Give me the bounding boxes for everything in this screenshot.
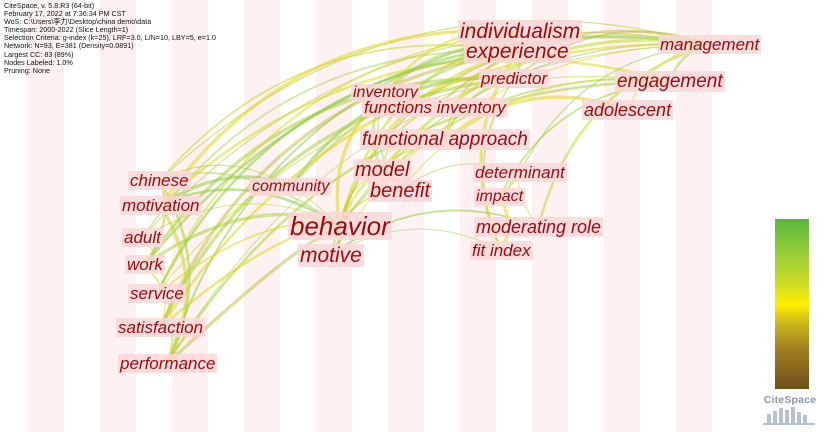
keyword-determinant: determinant <box>473 163 567 182</box>
info-line: Largest CC: 83 (89%) <box>4 49 74 59</box>
keyword-adult: adult <box>122 228 163 247</box>
info-line: Pruning: None <box>4 65 50 75</box>
keyword-engagement: engagement <box>615 71 725 92</box>
keyword-experience: experience <box>464 40 571 63</box>
info-line: WoS: C:\Users\李力\Desktop\china demo\data <box>4 17 152 27</box>
citespace-logo: CiteSpace <box>757 394 823 428</box>
network-link <box>166 80 671 365</box>
info-line: CiteSpace, v. 5.8.R3 (64-bit) <box>4 1 95 10</box>
keyword-satisfaction: satisfaction <box>116 318 206 337</box>
info-line: Network: N=93, E=381 (Density=0.0891) <box>4 41 134 51</box>
keyword-adolescent: adolescent <box>582 100 674 120</box>
keyword-management: management <box>658 35 762 54</box>
keyword-functional-approach: functional approach <box>360 129 530 150</box>
time-color-legend <box>775 219 809 389</box>
info-line: Timespan: 2000-2022 (Slice Length=1) <box>4 25 129 35</box>
network-link <box>158 49 518 329</box>
keyword-motive: motive <box>298 244 364 267</box>
network-link <box>159 204 188 365</box>
keyword-community: community <box>250 178 332 196</box>
network-link <box>159 57 671 207</box>
keyword-performance: performance <box>118 354 218 373</box>
network-link <box>159 76 515 329</box>
keyword-impact: impact <box>474 188 526 206</box>
info-panel: CiteSpace, v. 5.8.R3 (64-bit) February 1… <box>4 1 216 75</box>
keyword-functions-inventory: functions inventory <box>362 98 508 117</box>
keyword-behavior: behavior <box>288 211 392 241</box>
network-link <box>156 30 521 294</box>
keyword-model: model <box>353 159 412 181</box>
info-line: February 17, 2022 at 7:36:34 PM CST <box>4 9 126 19</box>
keyword-individualism: individualism <box>458 20 583 43</box>
keyword-fit-index: fit index <box>470 241 533 260</box>
keyword-moderating-role: moderating role <box>474 217 604 237</box>
network-link <box>166 43 710 364</box>
keyword-inventory: inventory <box>351 84 420 102</box>
keyword-motivation: motivation <box>120 196 202 215</box>
keyword-predictor: predictor <box>479 69 550 88</box>
keyword-chinese: chinese <box>128 171 191 190</box>
info-line: Selection Criteria: g-index (k=25), LRF=… <box>4 33 216 43</box>
background-stripe <box>28 0 64 432</box>
keyword-benefit: benefit <box>368 180 433 202</box>
info-line: Nodes Labeled: 1.0% <box>4 57 73 67</box>
network-link <box>155 50 518 295</box>
keyword-work: work <box>125 255 165 274</box>
keyword-service: service <box>128 284 186 303</box>
